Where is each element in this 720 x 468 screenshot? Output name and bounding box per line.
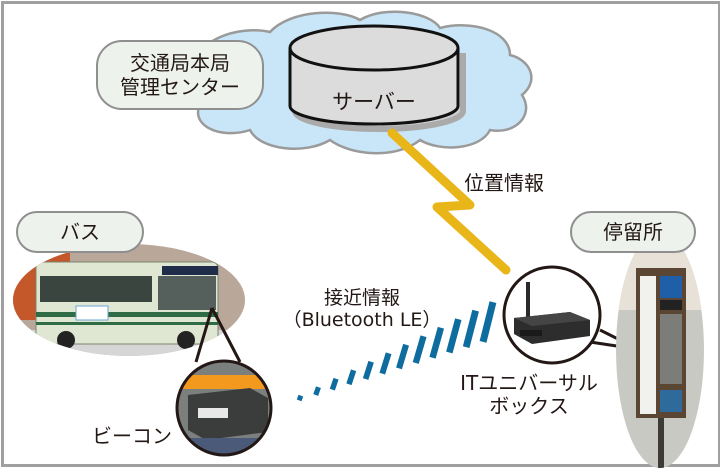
it-box-label: ITユニバーサル ボックス <box>446 372 612 418</box>
hq-label-line1: 交通局本局 <box>130 51 230 75</box>
proximity-label-line2: （Bluetooth LE） <box>282 308 442 331</box>
signal-dash <box>479 301 497 343</box>
position-link-bolt <box>387 128 511 275</box>
signal-dash <box>462 309 479 349</box>
beacon-callout-line <box>194 307 214 363</box>
position-info-label: 位置情報 <box>464 171 544 195</box>
beacon-photo <box>175 359 273 457</box>
it-box-label-line2: ボックス <box>489 394 569 418</box>
signal-dash <box>412 335 427 364</box>
bus-stop-photo <box>616 232 704 468</box>
it-box-label-line1: ITユニバーサル <box>460 371 598 395</box>
bus-photo <box>13 244 245 356</box>
signal-dash <box>346 369 357 386</box>
proximity-info-label: 接近情報 （Bluetooth LE） <box>258 287 466 332</box>
bus-stop-label-text: 停留所 <box>603 220 663 244</box>
proximity-label-line1: 接近情報 <box>323 287 400 309</box>
signal-dash <box>313 386 321 396</box>
signal-dash <box>446 318 462 354</box>
hq-label: 交通局本局 管理センター <box>96 40 264 110</box>
bus-label-text: バス <box>60 220 100 244</box>
signal-dash <box>362 360 374 380</box>
beacon-callout-line <box>210 307 242 363</box>
bus-label: バス <box>16 211 144 253</box>
signal-dash <box>379 352 392 375</box>
hq-label-line2: 管理センター <box>120 75 240 99</box>
signal-dash <box>329 377 339 391</box>
beacon-label: ビーコン <box>92 424 172 448</box>
it-universal-box-photo <box>502 265 602 365</box>
server-icon <box>288 24 466 132</box>
bluetooth-signal <box>296 301 497 402</box>
signal-dash <box>429 326 445 359</box>
server-label: サーバー <box>332 90 416 114</box>
signal-dash <box>396 343 410 370</box>
bus-stop-label: 停留所 <box>570 211 696 253</box>
signal-dash <box>296 394 304 402</box>
